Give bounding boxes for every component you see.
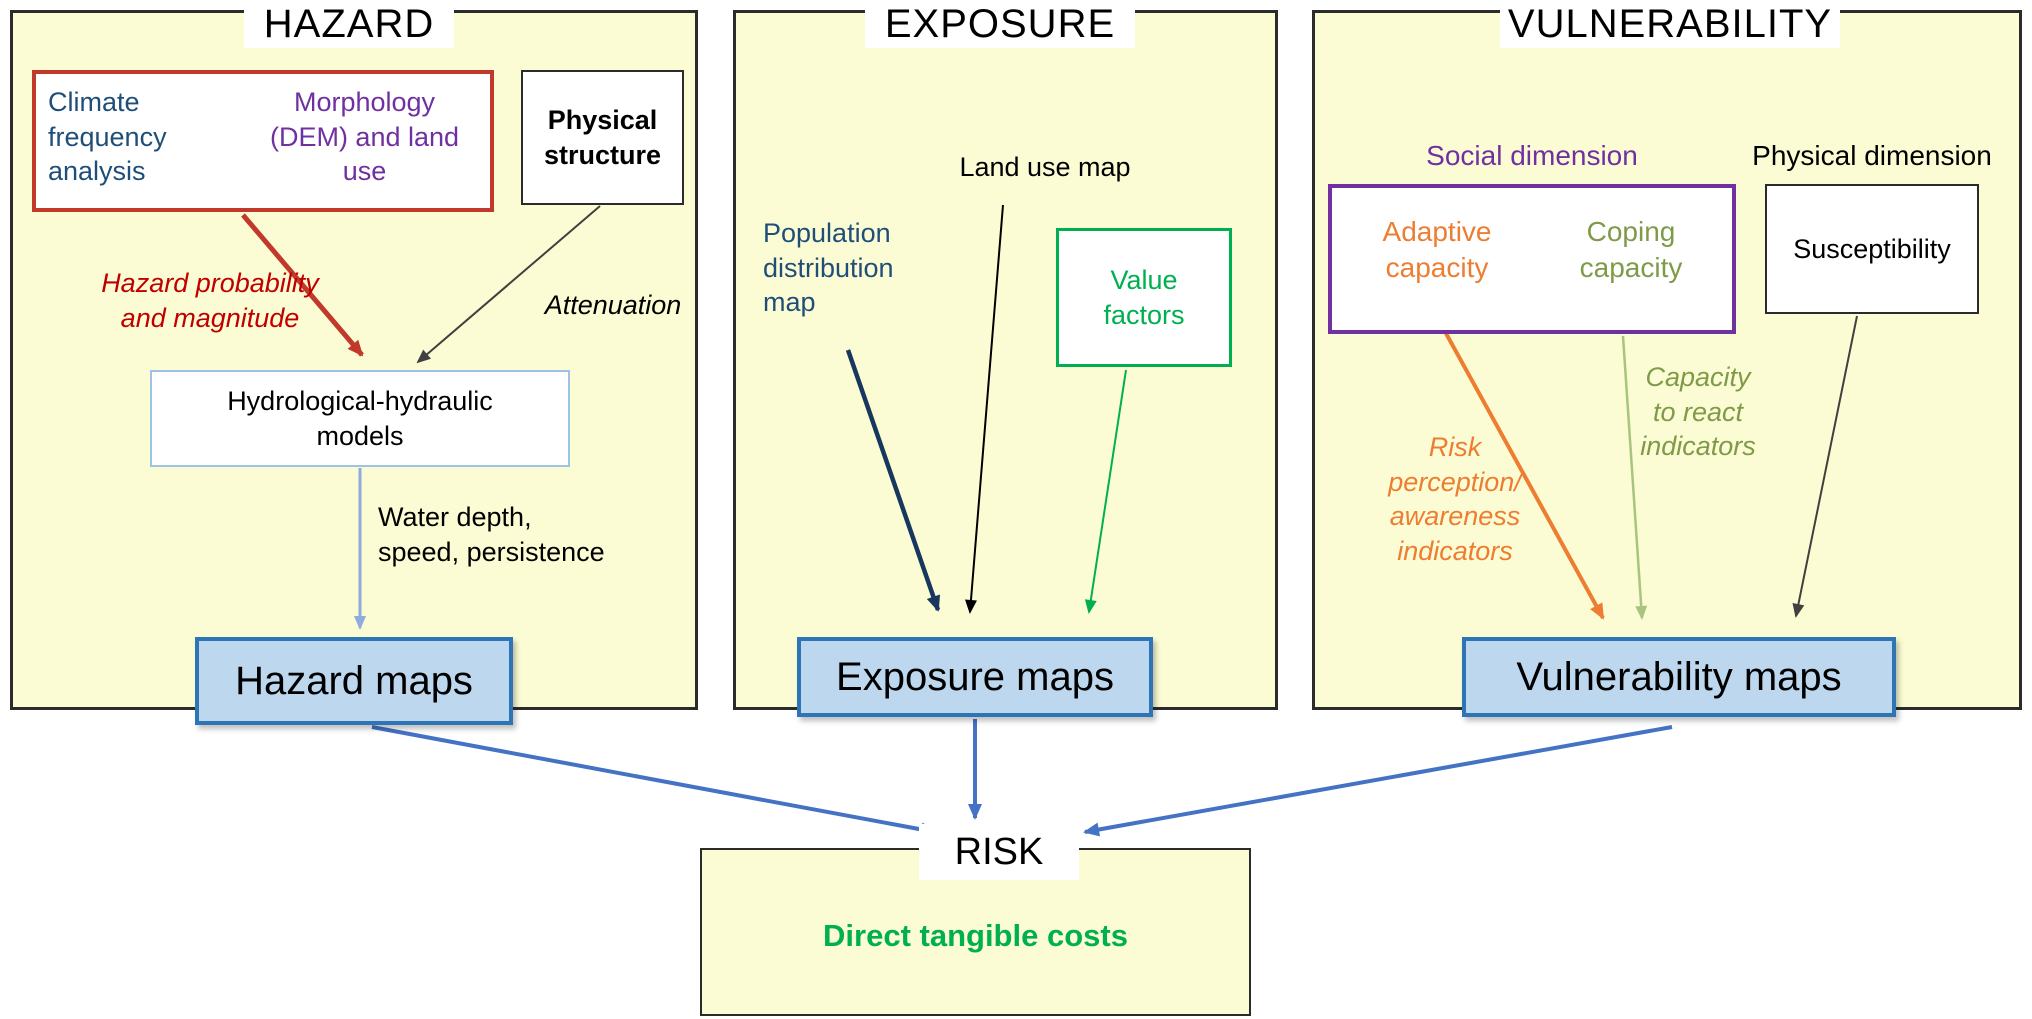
climate-frequency-label: Climate frequency analysis <box>48 87 167 187</box>
arrow-hazard-to-risk <box>371 725 937 837</box>
morphology-label: Morphology (DEM) and land use <box>269 87 460 187</box>
risk-title: RISK <box>919 824 1079 880</box>
adaptive-capacity-label: Adaptive capacity <box>1382 216 1492 283</box>
social-capacity-box <box>1328 184 1736 334</box>
arrow-vulnerability-to-risk <box>1083 725 1673 837</box>
population-map-label: Population distribution map <box>763 218 894 318</box>
physical-structure-box: Physical structure <box>521 70 684 205</box>
coping-capacity-label: Coping capacity <box>1579 216 1683 283</box>
capacity-to-react-label: Capacity to react indicators <box>1640 362 1756 462</box>
exposure-panel-title: EXPOSURE <box>865 0 1135 48</box>
susceptibility-box: Susceptibility <box>1765 184 1979 314</box>
vulnerability-maps-box: Vulnerability maps <box>1462 637 1896 717</box>
risk-perception-label: Risk perception/ awareness indicators <box>1388 432 1522 566</box>
exposure-maps-box: Exposure maps <box>797 637 1153 717</box>
value-factors-box: Value factors <box>1056 228 1232 367</box>
direct-tangible-costs-label: Direct tangible costs <box>823 918 1128 953</box>
attenuation-label: Attenuation <box>544 290 682 320</box>
climate-morphology-box <box>32 70 494 212</box>
social-dimension-label: Social dimension <box>1426 140 1638 171</box>
land-use-map-label: Land use map <box>959 152 1131 182</box>
physical-dimension-label: Physical dimension <box>1752 140 1992 171</box>
water-depth-label: Water depth, speed, persistence <box>378 502 605 567</box>
vulnerability-panel-title: VULNERABILITY <box>1500 0 1840 48</box>
hydrological-models-box: Hydrological-hydraulic models <box>150 370 570 467</box>
hazard-probability-label: Hazard probability and magnitude <box>101 268 319 333</box>
hazard-maps-box: Hazard maps <box>195 637 513 725</box>
hazard-panel-title: HAZARD <box>244 0 454 48</box>
